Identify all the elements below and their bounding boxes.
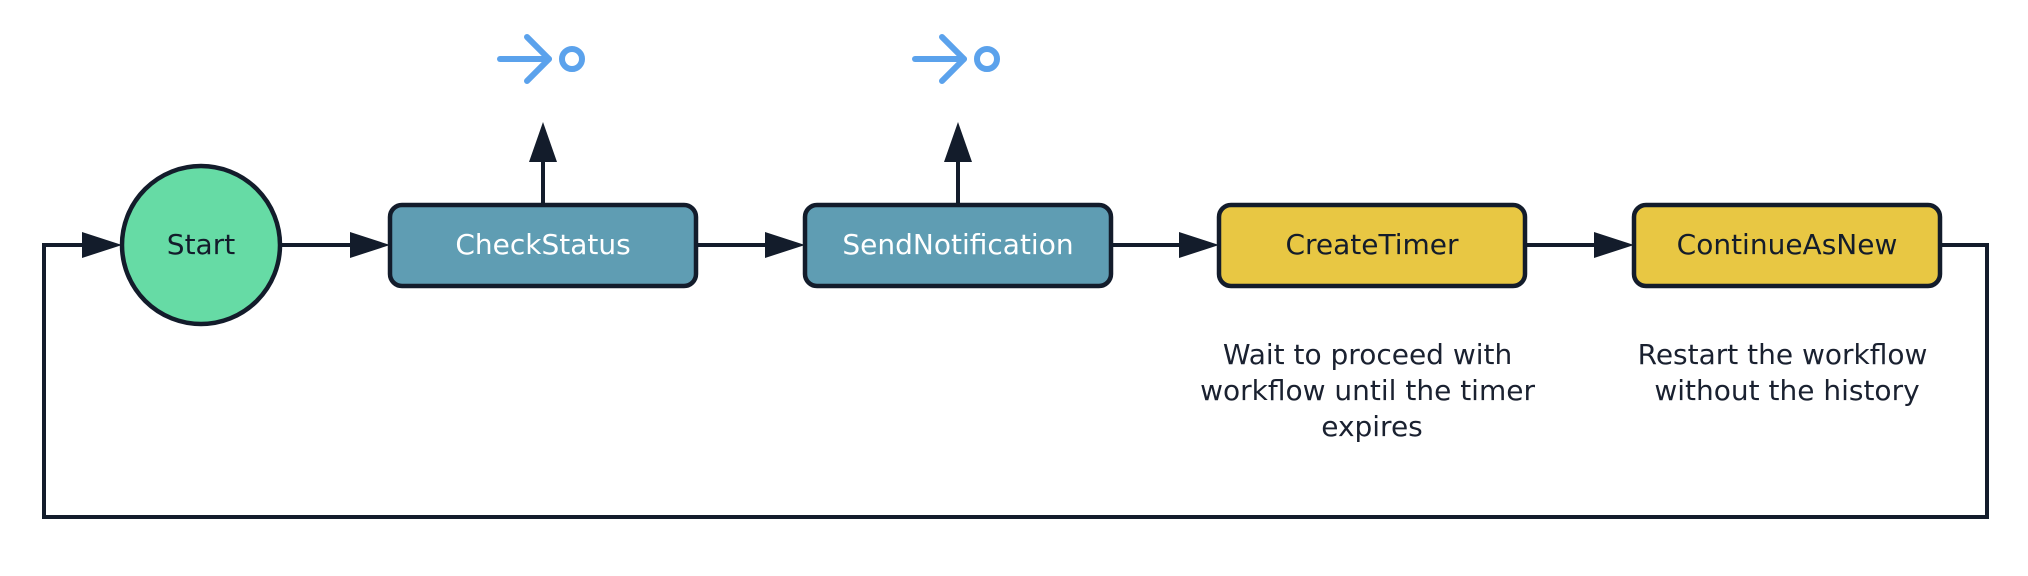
create-timer-description-line: workflow until the timer <box>1200 374 1535 407</box>
node-continue-as-new[interactable]: ContinueAsNew <box>1631 202 1943 289</box>
start-label: Start <box>167 228 235 261</box>
arrowhead-sendnotification-up <box>944 122 972 162</box>
continue-as-new-label: ContinueAsNew <box>1677 228 1898 261</box>
send-notification-label: SendNotification <box>842 228 1073 261</box>
check-status-label: CheckStatus <box>455 228 630 261</box>
continue-as-new-description: Restart the workflow without the history <box>1638 338 1937 407</box>
node-send-notification[interactable]: SendNotification <box>802 202 1114 289</box>
arrowhead-into-start <box>82 232 122 258</box>
continue-as-new-description-line: without the history <box>1654 374 1919 407</box>
node-check-status[interactable]: CheckStatus <box>387 202 699 289</box>
create-timer-description: Wait to proceed with workflow until the … <box>1200 338 1544 443</box>
create-timer-description-line: Wait to proceed with <box>1223 338 1512 371</box>
create-timer-description-line: expires <box>1321 410 1423 443</box>
send-notification-box <box>802 202 1114 289</box>
check-status-box <box>387 202 699 289</box>
arrow-to-circle-icon <box>497 34 585 84</box>
loop-back-connector <box>42 243 1989 519</box>
arrowhead-into-sendnotification <box>765 232 805 258</box>
arrowhead-into-checkstatus <box>350 232 390 258</box>
arrowheads <box>82 122 1634 258</box>
continue-as-new-description-line: Restart the workflow <box>1638 338 1928 371</box>
create-timer-box <box>1216 202 1528 289</box>
continue-as-new-box <box>1631 202 1943 289</box>
connectors <box>42 160 1989 519</box>
start-circle <box>119 163 283 327</box>
arrowhead-checkstatus-up <box>529 122 557 162</box>
arrowhead-into-continueasnew <box>1594 232 1634 258</box>
arrow-to-circle-icon <box>912 34 1000 84</box>
node-create-timer[interactable]: CreateTimer <box>1216 202 1528 289</box>
create-timer-label: CreateTimer <box>1285 228 1459 261</box>
node-start[interactable]: Start <box>119 163 283 327</box>
arrowhead-into-createtimer <box>1179 232 1219 258</box>
